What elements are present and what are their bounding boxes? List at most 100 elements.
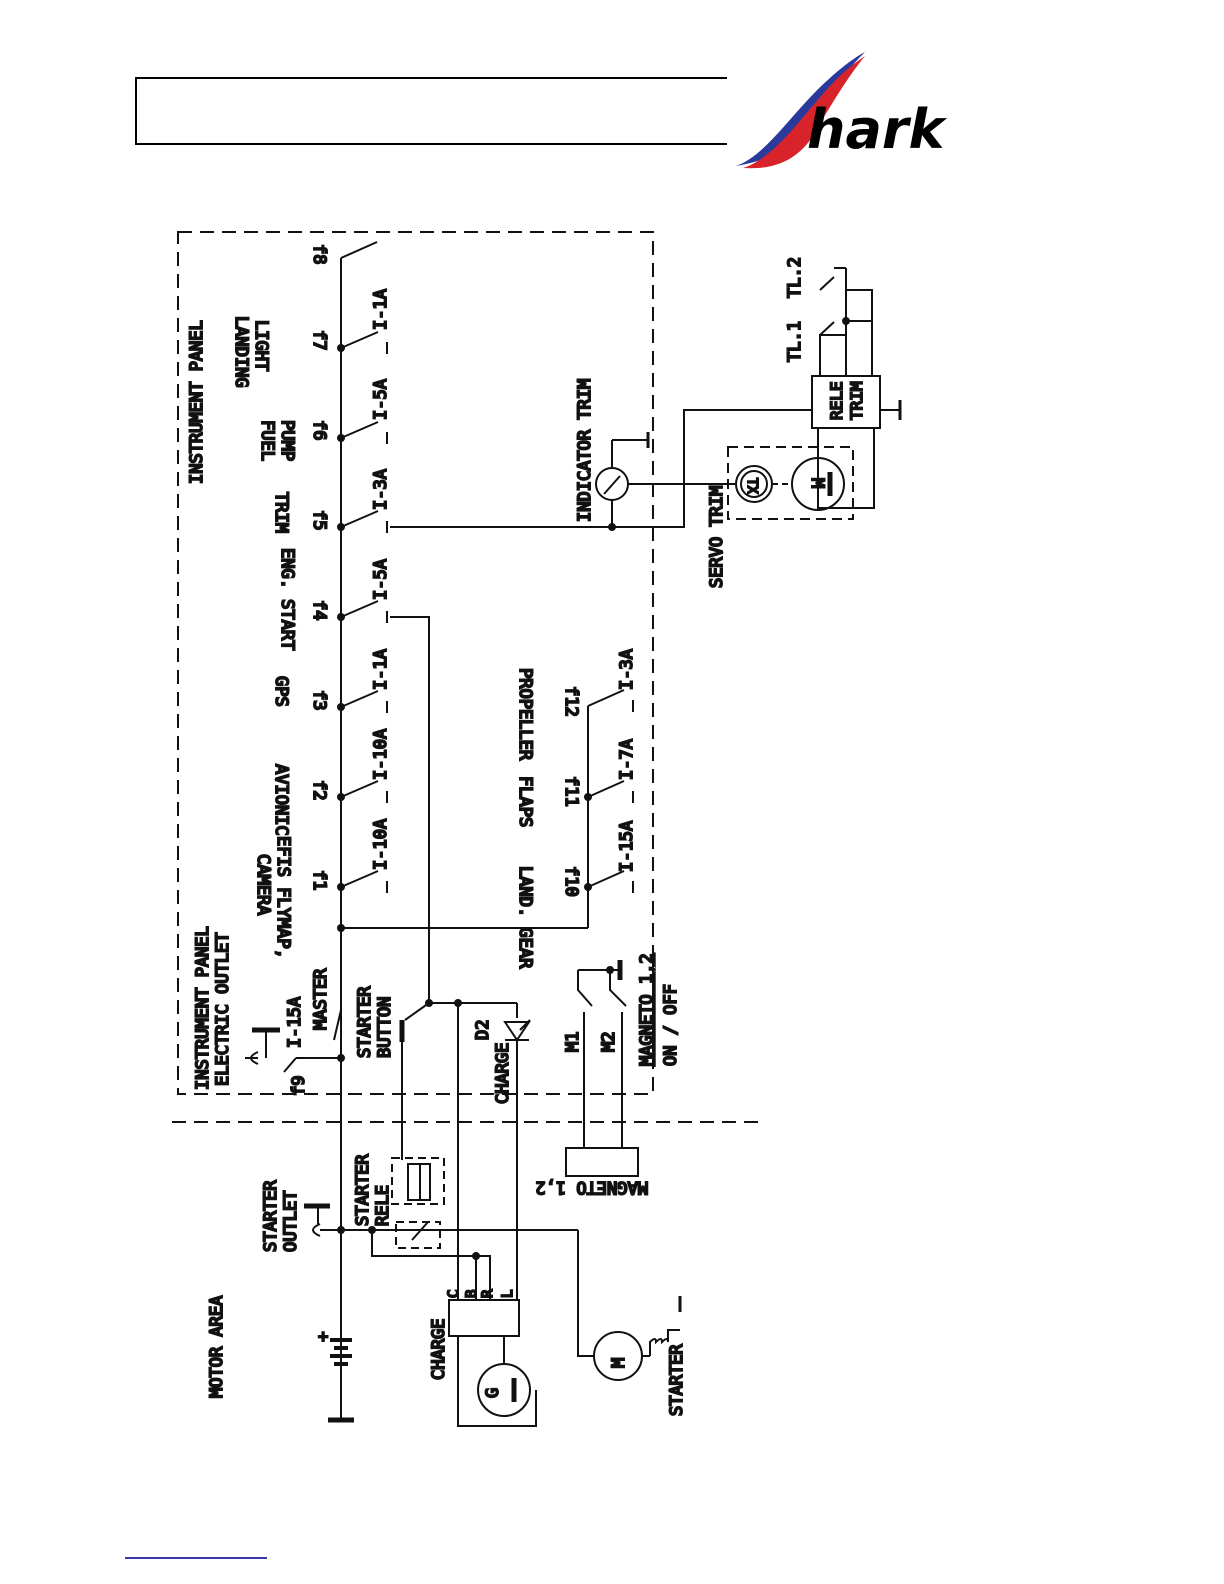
magneto-switch-label: MAGNETO 1,2 [637,953,657,1066]
battery [328,1338,354,1423]
starter-outlet-label-line2: OUTLET [281,1191,301,1252]
fuse-id-f8: f8 [309,244,329,264]
fuse-switch-f1 [337,870,388,893]
fuse-switch-f7 [337,331,388,354]
starter-outlet-symbol [304,1203,341,1237]
charge-pin-r: R [480,1289,496,1298]
charge-regulator [448,1299,520,1337]
charge-led-id: D2 [473,1020,493,1040]
starter-relay-label-line1: STARTER [353,1154,373,1226]
trim-switch-tl1-label: TL.1 [785,321,805,362]
starter-outlet-label-line1: STARTER [261,1180,281,1252]
fuse-label-f11: FLAPS [515,776,535,827]
magneto-m2-label: M2 [599,1032,619,1052]
trim-indicator-gauge [595,432,650,501]
fuse-rating-f1: I-10A [371,819,391,870]
trim-switch-tl2 [819,267,847,291]
footer-rule [125,1557,267,1559]
fuse-switch-f12 [587,689,634,712]
trim-relay-label-line1: RELE [827,381,846,420]
fuse-rating-f9: I-15A [285,997,305,1048]
fuse-id-f3: f3 [309,690,329,710]
fuse-label-f6-line2: PUMP [277,420,297,461]
fuse-id-f9: f9 [289,1076,309,1096]
wire-engine-start [390,616,430,1003]
starter-button-label-line1: STARTER [355,986,375,1058]
magneto-box [565,1147,639,1177]
fuse-rating-f6: I-5A [371,379,391,420]
fuse-rating-f11: I-7A [617,739,637,780]
starter-motor-symbol: M [609,1358,629,1368]
battery-plus-label: + [318,1327,328,1347]
fuse-switch-f8 [340,241,378,259]
fuse-switch-f11 [584,780,634,803]
charge-regulator-label: CHARGE [429,1319,449,1380]
fuse-id-f10: f10 [561,866,581,897]
trim-relay-label-line2: TRIM [847,381,866,420]
fuse-switch-f6 [337,421,388,444]
logo-wordmark: hark [807,98,948,161]
fuse-id-f6: f6 [309,420,329,440]
motor-area-label: MOTOR AREA [207,1296,227,1398]
fuse-label-f12: PROPELLER [515,668,535,761]
fuse-id-f2: f2 [309,780,329,800]
fuse-switch-f5 [337,510,388,533]
trim-switch-tl2-label: TL.2 [785,257,805,298]
fuse-label-f3: GPS [271,676,291,707]
master-switch [333,1000,342,1041]
fuse-rating-f5: I-3A [371,469,391,510]
fuse-switch-f2 [337,780,388,803]
fuse-label-f4: ENG. START [277,548,297,650]
fuse-id-f7: f7 [309,330,329,350]
fuse-rating-f7: I-1A [371,289,391,330]
fuse-id-f12: f12 [561,686,581,717]
trim-relay [811,375,881,429]
starter-relay-coil-frame [391,1157,445,1205]
charge-led-d2 [503,1019,531,1042]
servo-trim-label: SERVO TRIM [707,486,727,588]
magneto-switch-state: ON / OFF [661,984,681,1066]
starter-motor-label: STARTER [667,1344,687,1416]
fuse-id-f5: f5 [309,510,329,530]
fuse-switch-f3 [337,690,388,713]
fuse-switch-f4 [337,600,388,623]
fuse-label-f5: TRIM [271,492,291,533]
starter-relay-label-line2: RELE [373,1185,393,1226]
starter-button-label-line2: BUTTON [375,997,395,1058]
generator-label: G [483,1388,503,1398]
charge-led-label: CHARGE [493,1043,513,1104]
charge-pin-l: L [500,1290,516,1298]
fuse-label-f1-line2: CAMERA [253,854,273,915]
starter-relay-contact-frame [395,1221,441,1249]
magneto-box-label: MAGNETO 1,2 [535,1177,648,1197]
logo-swoosh-red [743,56,865,169]
fuse-label-f2: AVIONIC [271,764,291,836]
fuse-id-f4: f4 [309,600,329,620]
starter-motor [593,1296,682,1381]
shark-logo: hark [735,52,948,169]
fuse-rating-f3: I-1A [371,649,391,690]
magneto-switch [577,960,627,1148]
fuse-label-f7-line2: LIGHT [251,320,271,371]
junction-dot [337,924,345,932]
fuse-id-f1: f1 [309,870,329,890]
fuse-label-f10: LAND. GEAR [515,866,535,969]
header-title-box [135,77,727,145]
charge-pin-b: B [464,1290,480,1298]
fuse-switch-f10 [584,870,634,893]
fuse-rating-f2: I-10A [371,729,391,780]
fuse-rating-f10: I-15A [617,821,637,872]
trim-switch-tl1 [819,321,835,336]
electric-outlet-symbol [245,1027,280,1065]
fuse-rating-f4: I-5A [371,559,391,600]
master-label: MASTER [311,968,331,1030]
servo-tx-label: TX [744,478,759,494]
instrument-panel-label: INSTRUMENT PANEL [187,320,207,484]
charge-pin-c: C [446,1290,462,1298]
starter-button [399,1002,430,1160]
indicator-trim-label: INDICATOR TRIM [575,379,595,522]
fuse-switch-f9 [283,1054,345,1073]
outlet-panel-label-line2: ELECTRIC OUTLET [213,932,233,1086]
fuse-rating-f12: I-3A [617,649,637,690]
